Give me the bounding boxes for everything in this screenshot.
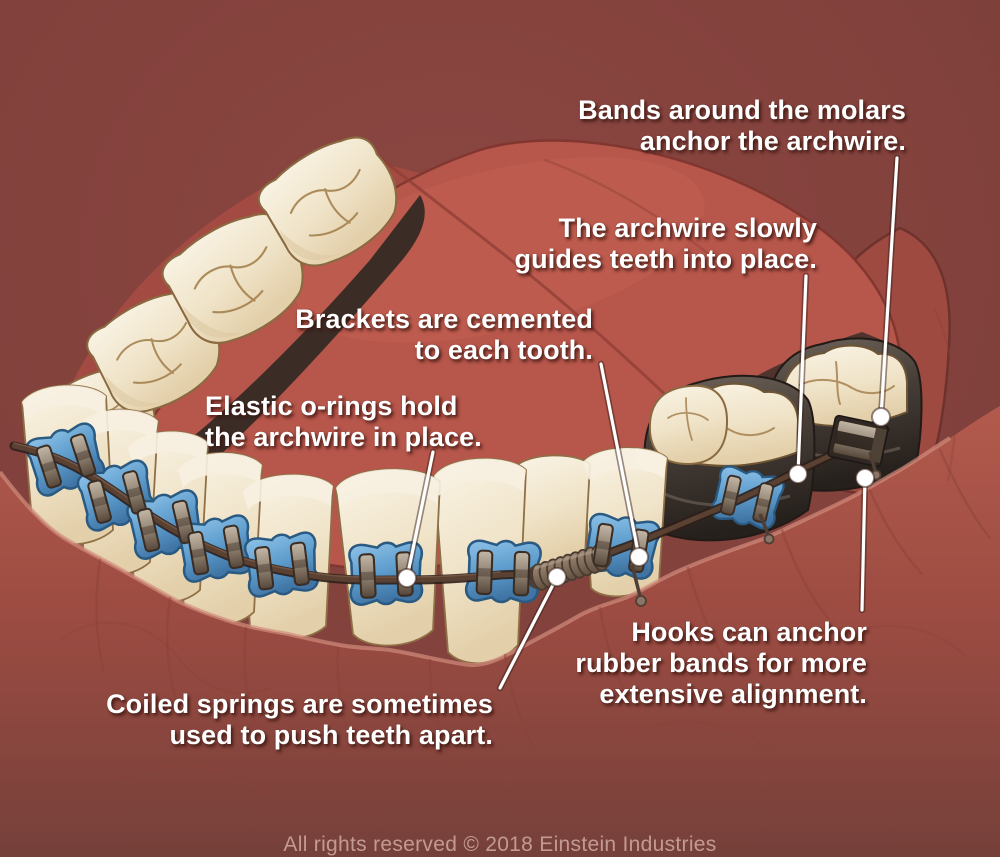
label-line: Coiled springs are sometimes bbox=[106, 689, 493, 719]
gumline-highlight bbox=[0, 436, 952, 668]
label-bands-around-molars: Bands around the molars anchor the archw… bbox=[578, 95, 906, 157]
incisal-facets bbox=[22, 385, 667, 510]
hook-pin bbox=[630, 564, 647, 607]
callout-dot-springs bbox=[547, 567, 567, 587]
gum-creases bbox=[95, 448, 992, 754]
label-coiled-springs: Coiled springs are sometimes used to pus… bbox=[106, 689, 493, 751]
tongue-crease bbox=[358, 140, 694, 422]
label-line: used to push teeth apart. bbox=[169, 720, 493, 750]
leader-line-bands bbox=[879, 156, 899, 419]
label-line: Hooks can anchor bbox=[631, 617, 867, 647]
callout-dot-brackets bbox=[629, 547, 649, 567]
label-line: Elastic o-rings hold bbox=[205, 391, 458, 421]
gums bbox=[0, 308, 1000, 857]
callout-dot-bands bbox=[871, 407, 891, 427]
leader-line-brackets bbox=[599, 362, 641, 559]
label-line: anchor the archwire. bbox=[639, 126, 906, 156]
label-line: rubber bands for more bbox=[575, 648, 867, 678]
label-line: The archwire slowly bbox=[558, 213, 817, 243]
label-line: the archwire in place. bbox=[205, 422, 482, 452]
leader-line-archwire bbox=[796, 274, 808, 476]
leader-line-orings bbox=[405, 450, 435, 580]
label-hooks-anchor: Hooks can anchor rubber bands for more e… bbox=[575, 617, 867, 710]
buccal-tube bbox=[827, 414, 889, 468]
label-line: to each tooth. bbox=[414, 335, 593, 365]
callout-dot-hooks bbox=[855, 468, 875, 488]
label-line: Brackets are cemented bbox=[295, 304, 593, 334]
callout-dot-orings bbox=[397, 568, 417, 588]
hook-pin bbox=[758, 513, 775, 545]
label-elastic-orings: Elastic o-rings hold the archwire in pla… bbox=[205, 391, 482, 453]
label-archwire-guides: The archwire slowly guides teeth into pl… bbox=[515, 213, 817, 275]
label-brackets-cemented: Brackets are cemented to each tooth. bbox=[295, 304, 593, 366]
leader-line-hooks bbox=[860, 476, 867, 612]
callout-dot-archwire bbox=[788, 464, 808, 484]
label-line: extensive alignment. bbox=[599, 679, 867, 709]
copyright-notice: All rights reserved © 2018 Einstein Indu… bbox=[283, 833, 717, 856]
hook-pins bbox=[630, 451, 882, 607]
callout-lines bbox=[397, 154, 901, 692]
label-line: Bands around the molars bbox=[578, 95, 906, 125]
gum-texture-waves bbox=[58, 308, 967, 794]
leader-line-springs bbox=[498, 575, 559, 690]
label-line: guides teeth into place. bbox=[514, 244, 817, 274]
